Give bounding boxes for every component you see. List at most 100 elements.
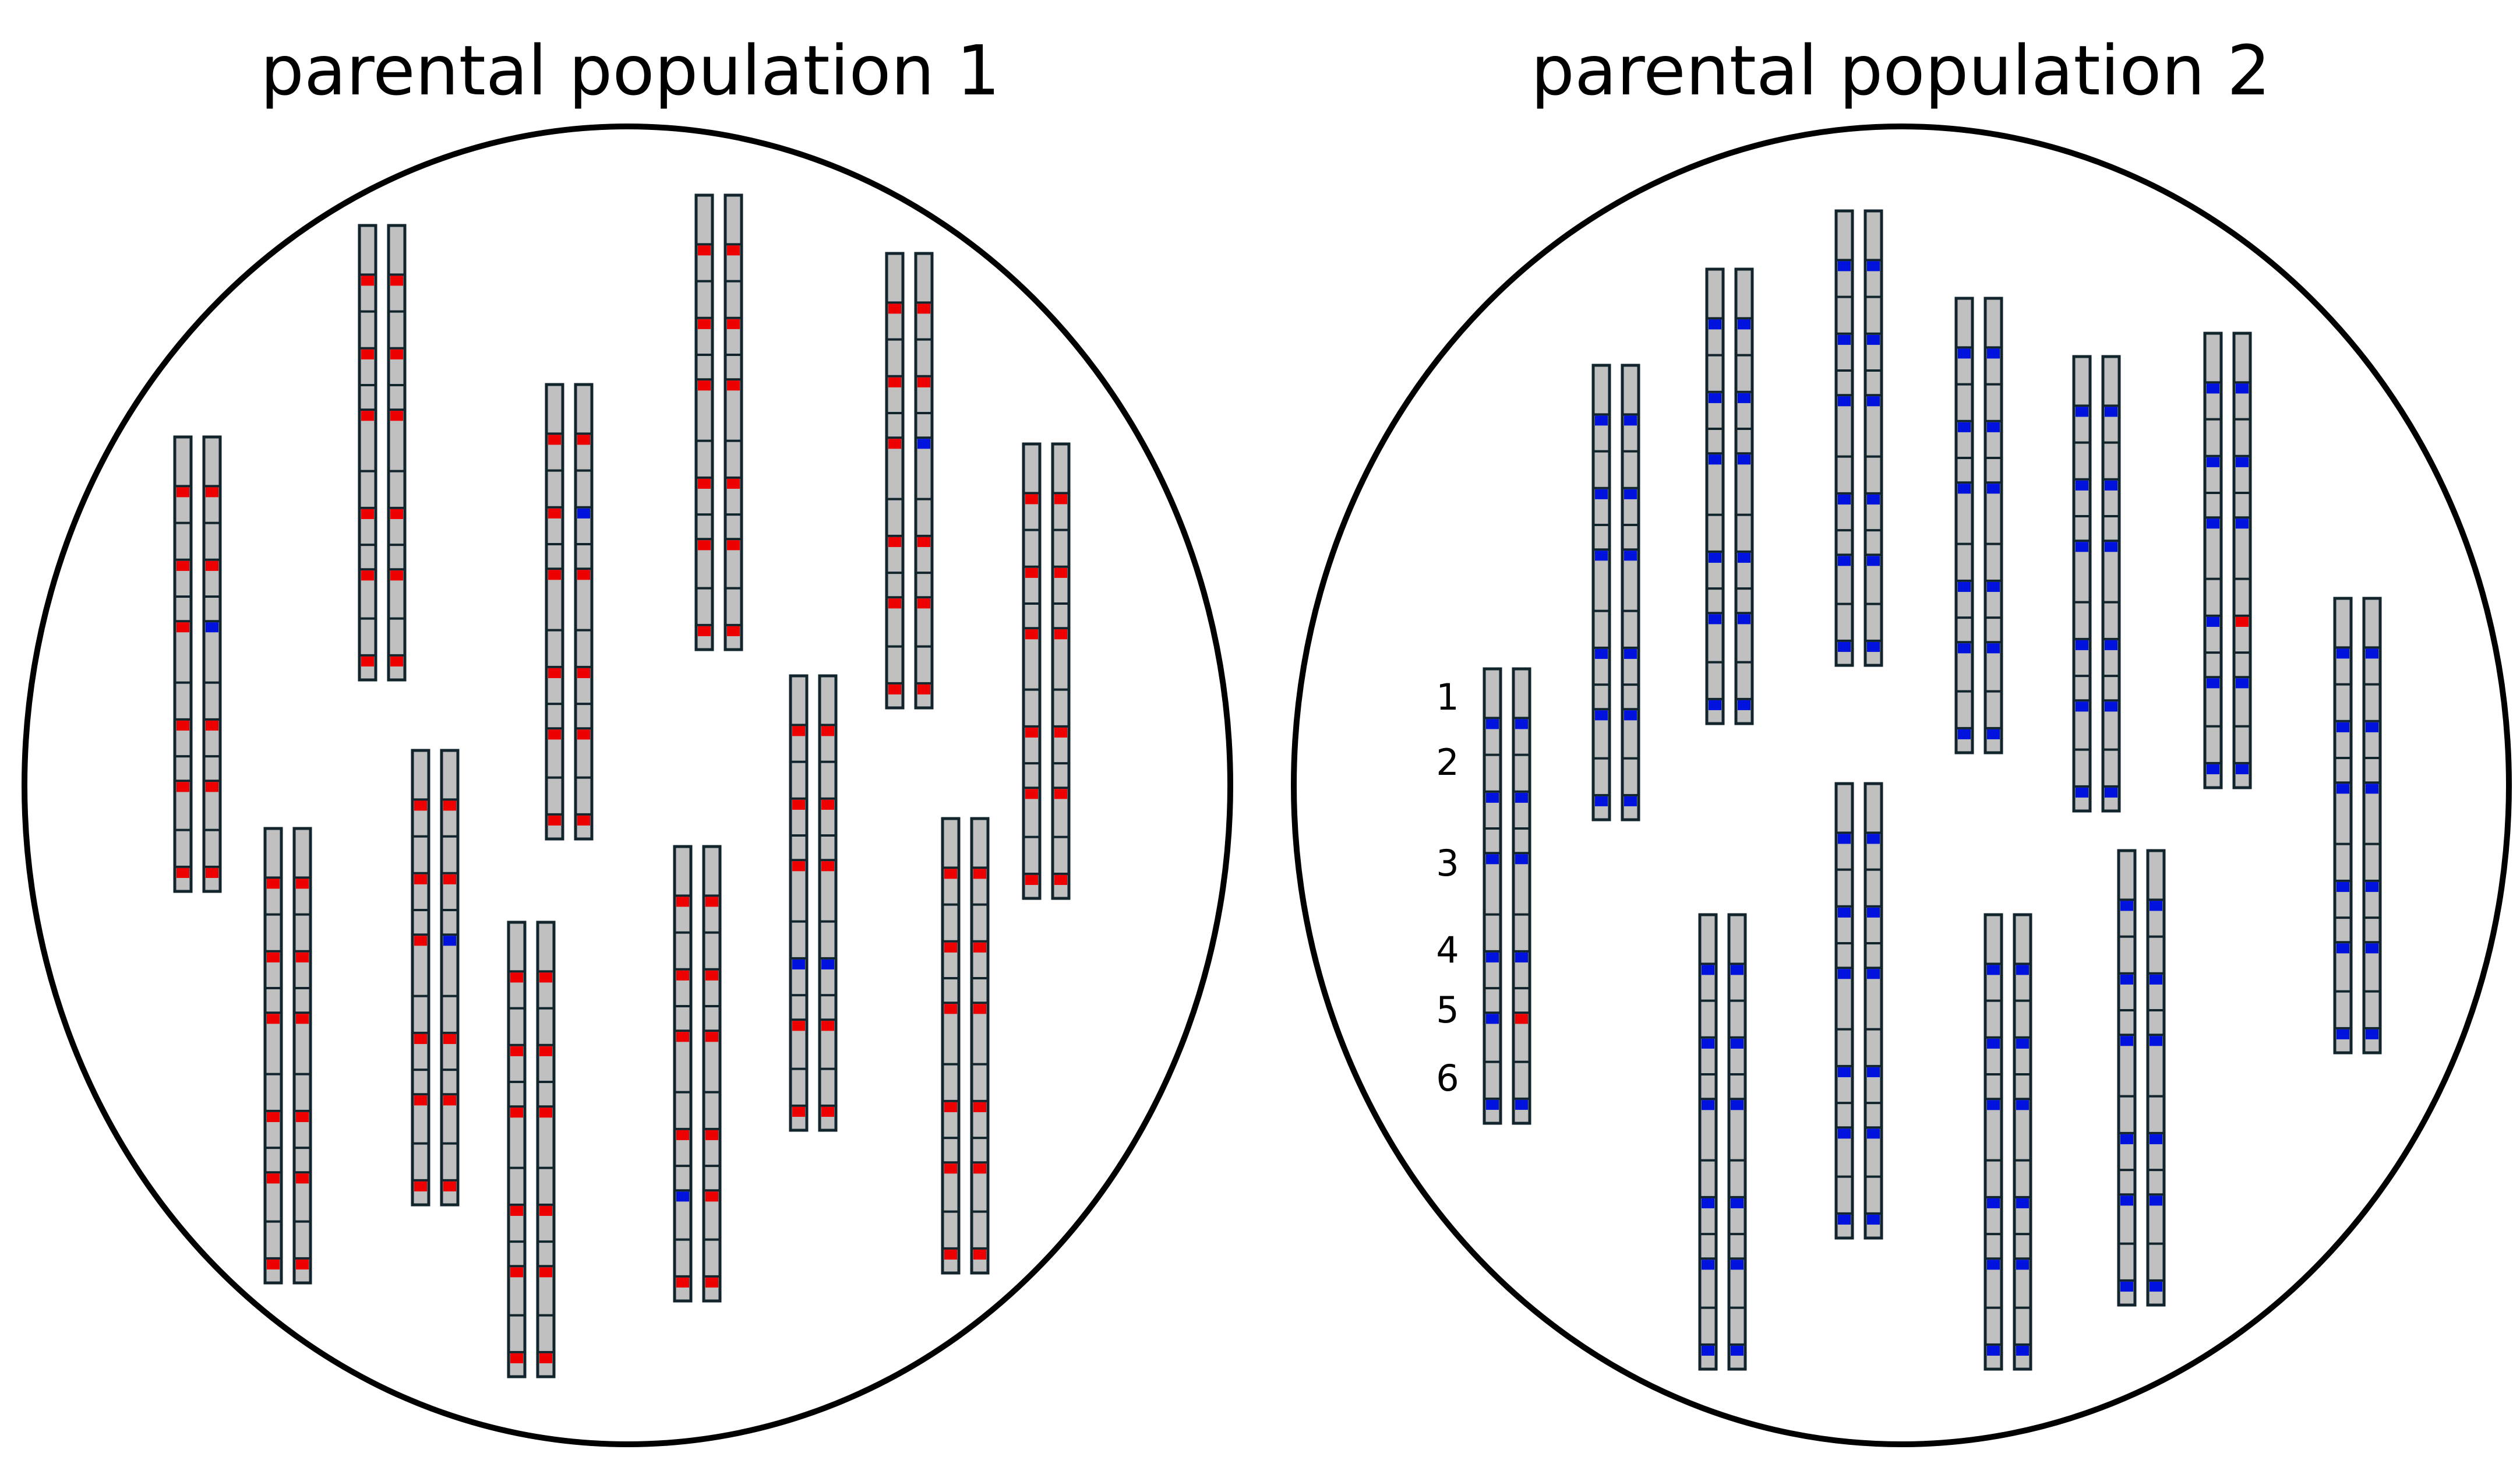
population-2: parental population 2 1 2 3 4 5 6 — [1291, 30, 2512, 1447]
allele-locus-2-red — [973, 942, 986, 953]
chromosome-homolog-2 — [2146, 849, 2166, 1307]
allele-locus-6-red — [944, 1249, 957, 1260]
chromosome-bar — [536, 921, 556, 1378]
chromosome-homolog-2 — [1863, 782, 1883, 1240]
allele-locus-5-red — [821, 1021, 834, 1031]
allele-locus-3-red — [698, 380, 711, 391]
allele-locus-5-red — [577, 729, 590, 740]
chromosome-homolog-1 — [1705, 267, 1725, 725]
chromosome-homolog-1 — [173, 435, 193, 893]
allele-locus-5-red — [414, 1095, 427, 1106]
allele-locus-5-red — [1025, 789, 1038, 799]
allele-locus-5-red — [548, 729, 561, 740]
allele-locus-2-blue — [2016, 1038, 2029, 1049]
locus-label-4: 4 — [1436, 929, 1459, 971]
allele-locus-4-red — [414, 1034, 427, 1044]
individual-3 — [358, 224, 407, 682]
allele-locus-3-red — [267, 1014, 280, 1024]
chromosome-bar — [545, 383, 564, 841]
allele-locus-5-red — [177, 782, 189, 792]
allele-locus-2-blue — [1702, 1038, 1714, 1049]
allele-locus-4-blue — [1709, 552, 1721, 563]
allele-locus-3-blue — [2076, 542, 2088, 552]
allele-locus-3-blue — [206, 622, 218, 633]
allele-locus-1-blue — [1624, 415, 1637, 426]
allele-locus-2-blue — [1595, 489, 1608, 499]
chromosome-homolog-2 — [1734, 267, 1754, 725]
allele-locus-5-red — [917, 598, 930, 609]
allele-locus-2-blue — [2076, 480, 2088, 491]
allele-locus-3-red — [390, 411, 403, 421]
allele-locus-2-red — [944, 942, 957, 953]
allele-locus-1-blue — [1702, 965, 1714, 975]
allele-locus-4-red — [676, 1130, 689, 1140]
allele-locus-1-blue — [1709, 319, 1721, 330]
chromosome-bar — [2117, 849, 2137, 1307]
allele-locus-3-red — [577, 570, 590, 580]
chromosome-bar — [1483, 667, 1502, 1125]
allele-locus-5-blue — [1731, 1260, 1743, 1270]
allele-locus-3-blue — [2150, 1036, 2162, 1046]
chromosome-homolog-1 — [673, 845, 693, 1303]
chromosome-homolog-2 — [818, 674, 838, 1132]
individual-6 — [1834, 782, 1883, 1240]
allele-locus-5-red — [390, 570, 403, 581]
allele-locus-6-blue — [1838, 1214, 1851, 1225]
allele-locus-5-blue — [2236, 678, 2249, 689]
allele-locus-2-red — [1025, 567, 1038, 578]
chromosome-bar — [2362, 597, 2382, 1055]
allele-locus-2-blue — [1709, 393, 1721, 403]
allele-locus-6-red — [548, 815, 561, 826]
chromosome-homolog-1 — [1022, 442, 1042, 900]
allele-locus-2-red — [390, 349, 403, 359]
allele-locus-2-red — [676, 970, 689, 981]
allele-locus-4-blue — [1486, 952, 1499, 962]
allele-locus-5-blue — [1867, 1129, 1880, 1139]
allele-locus-4-blue — [1838, 494, 1851, 505]
allele-locus-2-blue — [1867, 334, 1880, 345]
chromosome-homolog-1 — [411, 749, 430, 1207]
allele-locus-1-blue — [2120, 901, 2133, 911]
individual-1 — [1483, 667, 1531, 1125]
allele-locus-2-red — [296, 952, 309, 962]
individual-8 — [1983, 913, 2032, 1371]
allele-locus-4-red — [296, 1112, 309, 1122]
chromosome-bar — [1983, 297, 2003, 754]
allele-locus-2-blue — [1731, 1038, 1743, 1049]
allele-locus-5-blue — [1867, 556, 1880, 566]
chromosome-homolog-1 — [358, 224, 377, 682]
allele-locus-6-blue — [1838, 641, 1851, 652]
allele-locus-2-red — [267, 952, 280, 962]
allele-locus-2-blue — [1867, 907, 1880, 918]
chromosome-bar — [1834, 209, 1854, 667]
allele-locus-6-blue — [1624, 796, 1637, 806]
allele-locus-4-red — [443, 1034, 456, 1044]
individual-8 — [673, 845, 722, 1303]
allele-locus-2-red — [548, 508, 561, 519]
allele-locus-2-red — [888, 377, 901, 387]
allele-locus-1-red — [792, 726, 805, 736]
allele-locus-2-blue — [1987, 422, 2000, 432]
allele-locus-1-blue — [1738, 319, 1750, 330]
allele-locus-2-red — [414, 874, 427, 884]
allele-locus-4-blue — [792, 959, 805, 969]
chromosome-bar — [1954, 297, 1974, 754]
allele-locus-1-red — [539, 972, 552, 983]
chromosome-bar — [440, 749, 460, 1207]
allele-locus-2-blue — [1486, 792, 1499, 803]
individual-11 — [941, 817, 990, 1275]
allele-locus-6-red — [443, 1181, 456, 1191]
individual-2 — [1591, 364, 1640, 821]
allele-locus-2-red — [917, 377, 930, 387]
allele-locus-3-blue — [2337, 784, 2349, 794]
chromosome-homolog-2 — [914, 252, 934, 710]
chromosome-homolog-1 — [507, 921, 527, 1378]
allele-locus-2-blue — [1838, 334, 1851, 345]
allele-locus-5-blue — [1987, 643, 2000, 654]
allele-locus-6-blue — [2016, 1345, 2029, 1356]
chromosome-homolog-2 — [1863, 209, 1883, 667]
allele-locus-3-blue — [1958, 484, 1971, 494]
allele-locus-3-red — [973, 1004, 986, 1014]
allele-locus-1-red — [1025, 494, 1038, 505]
